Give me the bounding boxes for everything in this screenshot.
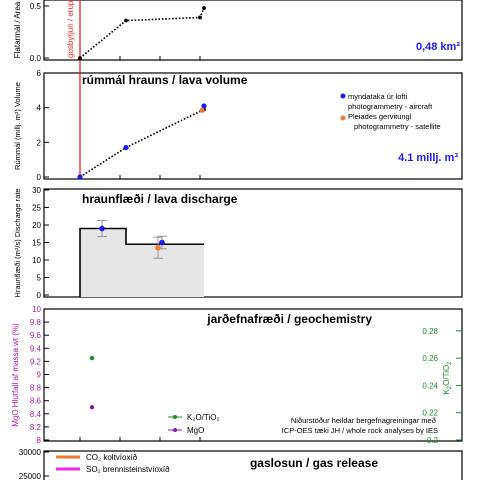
volume-ytick-label-0: 0 <box>37 173 42 182</box>
panel-gas-frame <box>43 450 463 480</box>
area-series-line <box>79 7 205 59</box>
volume-plot: 0 2 4 6 <box>37 69 207 182</box>
legend-satellite-marker <box>340 115 346 121</box>
geochem-mgo-point-0 <box>89 405 95 410</box>
discharge-ytick-label-2: 10 <box>32 256 41 265</box>
discharge-plot: 0 5 10 15 20 25 30 <box>32 186 204 300</box>
geochem-title: jarðefnafræði / geochemistry <box>206 312 372 326</box>
geochem-ylabel: MgO Hlutfall af massa wt (%) <box>11 323 20 427</box>
discharge-ytick-label-3: 15 <box>32 239 41 248</box>
discharge-ylabel: Hraunflæði (m³/s) Discharge rate <box>13 188 22 297</box>
k2o-o: O/TiO <box>442 365 451 386</box>
discharge-step-outline <box>79 227 204 297</box>
k2o-sub-2: 2 <box>447 385 453 389</box>
area-point-2 <box>198 15 202 20</box>
geochem-note: Niðurstöður heildar bergefnagreiningar m… <box>282 416 438 435</box>
geochem-ytick-label-9: 9.8 <box>30 318 42 327</box>
volume-ytick-label-2: 4 <box>37 104 42 113</box>
volume-title: rúmmál hrauns / lava volume <box>82 73 248 87</box>
legend-satellite-line1: Pleiades gervitungl <box>348 112 412 121</box>
gas-ytick-label-0: 25000 <box>19 472 42 480</box>
discharge-title: hraunflæði / lava discharge <box>82 192 238 206</box>
geochem-rtick-label-2: 0.24 <box>422 381 438 390</box>
discharge-point-0 <box>99 225 105 232</box>
geochem-ytick-label-1: 8.2 <box>30 423 42 432</box>
legend-satellite-label: Pleiades gervitungl photogrammetry - sat… <box>348 112 441 131</box>
discharge-point-2 <box>155 244 161 251</box>
legend-so2-label: SO₂ brennisteinstvíoxíð <box>86 465 170 474</box>
legend-aircraft-line1: myndataka úr lofti <box>348 92 408 101</box>
area-point-3 <box>202 6 206 10</box>
panel-volume-frame <box>43 72 463 180</box>
geochem-rtick-label-4: 0.28 <box>422 327 438 336</box>
geochem-ytick-label-3: 8.6 <box>30 397 42 406</box>
area-ylabel: Flatarmál / Area <box>13 1 22 58</box>
geochem-note-line2: ICP-OES tæki JH / whole rock analyses by… <box>282 426 438 435</box>
geochem-k2o-point-0 <box>89 355 95 361</box>
geochem-plot: 8 8.2 8.4 8.6 8.8 9 9.2 9.4 9.6 9.8 10 0.2 0.22 0.24 0… <box>30 305 462 445</box>
geochem-ytick-label-0: 8 <box>37 436 42 445</box>
geochem-rtick-label-3: 0.26 <box>422 354 438 363</box>
legend-k2o-marker <box>173 415 177 419</box>
volume-ytick-label-3: 6 <box>37 69 42 78</box>
discharge-ytick-label-6: 30 <box>32 186 41 195</box>
geochem-ytick-label-8: 9.6 <box>30 331 42 340</box>
gas-plot: 25000 30000 <box>19 448 49 480</box>
area-ytick-label-1: 0.5 <box>30 2 42 11</box>
discharge-ytick-label-4: 20 <box>32 221 41 230</box>
legend-k2o-label: K₂O/TiO₂ <box>187 413 220 422</box>
legend-mgo-label: MgO <box>187 426 204 435</box>
area-point-1 <box>124 18 128 23</box>
volume-ylabel: Rúmmál (millj. m³) Volume <box>13 82 22 170</box>
legend-aircraft-label: myndataka úr lofti photogrammetry - airc… <box>348 92 433 111</box>
geochem-ylabel-right: K2O/TiO2 <box>442 361 453 395</box>
panel-area-frame <box>43 0 463 61</box>
discharge-ytick-label-1: 5 <box>37 274 42 283</box>
geochem-rtick-label-0: 0.2 <box>427 436 439 445</box>
volume-aircraft-point-2 <box>201 103 207 109</box>
legend-satellite-line2: photogrammetry - satellite <box>354 122 441 131</box>
geochem-ytick-label-10: 10 <box>32 305 41 314</box>
legend-mgo-marker <box>173 428 177 432</box>
panel-geochem-frame <box>43 308 463 442</box>
geochem-ytick-label-4: 8.8 <box>30 384 42 393</box>
area-point-0 <box>78 56 82 60</box>
volume-annotation: 4.1 millj. m³ <box>398 152 458 164</box>
volume-satellite-point-0 <box>199 107 205 113</box>
discharge-step-fill-0 <box>80 228 126 297</box>
legend-aircraft-marker <box>340 93 346 99</box>
geochem-ytick-label-6: 9.2 <box>30 357 42 366</box>
area-plot: 0.0 0.5 <box>30 2 206 63</box>
k2o-sub-tio: 2 <box>447 361 453 365</box>
discharge-point-1 <box>159 239 165 246</box>
discharge-ytick-label-5: 25 <box>32 204 41 213</box>
eruption-onset-label: gosbyrjun / eruption onset <box>66 0 75 58</box>
legend-aircraft-line2: photogrammetry - aircraft <box>348 102 433 111</box>
discharge-ytick-label-0: 0 <box>37 291 42 300</box>
geochem-rtick-label-1: 0.22 <box>422 409 438 418</box>
legend-co2-label: CO₂ koltvíoxíð <box>86 453 138 462</box>
volume-aircraft-point-1 <box>123 144 129 151</box>
gas-title: gaslosun / gas release <box>250 456 378 470</box>
geochem-ytick-label-5: 9 <box>37 371 42 380</box>
geochem-ytick-label-7: 9.4 <box>30 344 42 353</box>
discharge-step-fill-1 <box>126 244 204 297</box>
geochem-note-line1: Niðurstöður heildar bergefnagreiningar m… <box>291 416 436 425</box>
volume-aircraft-point-0 <box>77 174 83 180</box>
volume-ytick-label-1: 2 <box>37 138 42 147</box>
area-annotation: 0,48 km² <box>416 41 460 53</box>
area-ytick-label-0: 0.0 <box>30 54 42 63</box>
gas-ytick-label-1: 30000 <box>19 448 42 457</box>
geochem-ytick-label-2: 8.4 <box>30 410 42 419</box>
